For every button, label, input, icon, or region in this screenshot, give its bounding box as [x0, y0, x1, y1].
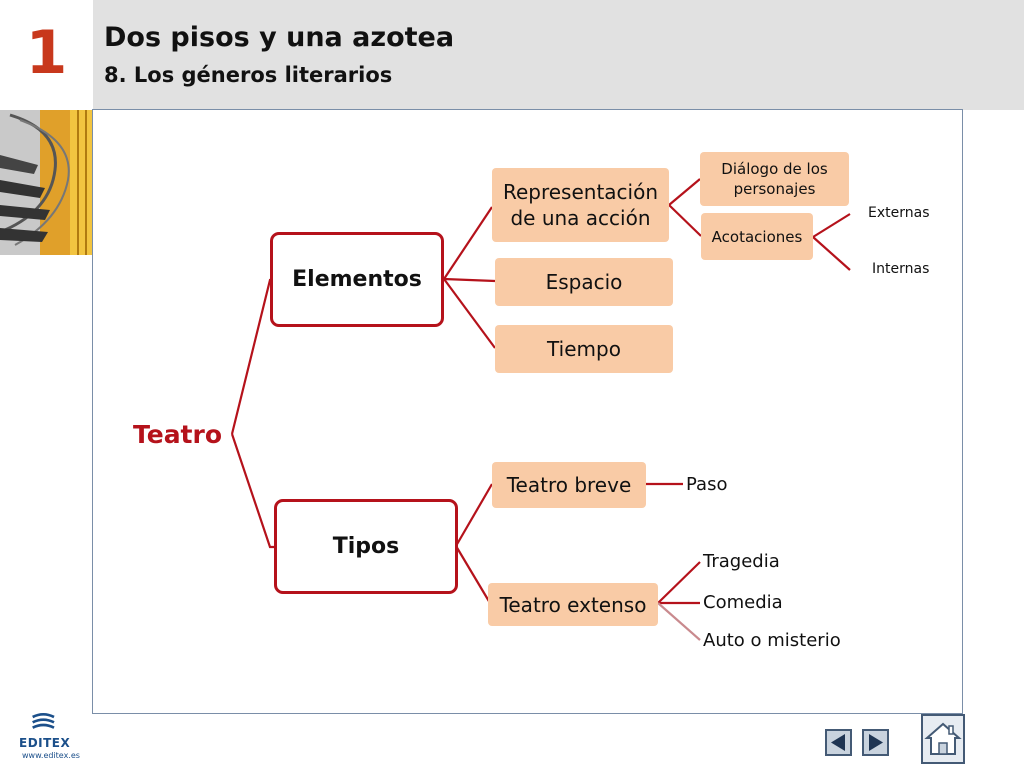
leaf-tragedia: Tragedia — [703, 551, 780, 572]
connector-root-elementos — [230, 278, 272, 435]
leaf-externas: Externas — [868, 205, 930, 221]
node-teatro-extenso: Teatro extenso — [488, 583, 658, 626]
chapter-number: 1 — [25, 18, 68, 88]
logo-text: EDITEX — [19, 736, 71, 750]
node-acotaciones: Acotaciones — [701, 213, 813, 260]
leaf-auto-misterio: Auto o misterio — [703, 630, 841, 651]
connector-elementos-representacion — [443, 206, 493, 280]
connector-tipos-breve — [455, 483, 493, 547]
editex-logo-icon — [32, 713, 55, 729]
diagram-root-teatro: Teatro — [133, 420, 223, 449]
triangle-right-icon — [869, 734, 883, 751]
staircase-photo — [0, 110, 93, 255]
connector-representacion-dialogo — [668, 178, 701, 206]
connector-representacion-acotaciones — [668, 204, 702, 237]
logo-url: www.editex.es — [22, 751, 80, 760]
connector-elementos-tiempo — [443, 278, 496, 349]
node-espacio: Espacio — [495, 258, 673, 306]
leaf-paso: Paso — [686, 474, 728, 495]
home-button[interactable] — [921, 714, 965, 764]
header-bar: 1 Dos pisos y una azotea 8. Los géneros … — [0, 0, 1024, 110]
node-teatro-breve: Teatro breve — [492, 462, 646, 508]
chapter-box: 1 — [0, 0, 93, 110]
connector-extenso-auto — [657, 602, 701, 641]
node-representacion: Representación de una acción — [492, 168, 669, 242]
leaf-internas: Internas — [872, 261, 930, 277]
leaf-comedia: Comedia — [703, 592, 783, 613]
connector-root-tipos — [230, 433, 276, 549]
connector-extenso-tragedia — [657, 561, 701, 604]
page-title: Dos pisos y una azotea — [104, 22, 455, 53]
connector-acotaciones-externas — [812, 213, 851, 238]
node-tiempo: Tiempo — [495, 325, 673, 373]
connector-elementos-espacio — [443, 277, 496, 283]
connector-acotaciones-internas — [812, 236, 851, 271]
connector-tipos-extenso — [455, 545, 491, 604]
previous-button[interactable] — [825, 729, 852, 756]
node-dialogo: Diálogo de los personajes — [700, 152, 849, 206]
page-subtitle: 8. Los géneros literarios — [104, 63, 393, 87]
triangle-left-icon — [831, 734, 845, 751]
node-elementos: Elementos — [270, 232, 444, 327]
node-tipos: Tipos — [274, 499, 458, 594]
next-button[interactable] — [862, 729, 889, 756]
house-icon — [924, 722, 962, 755]
